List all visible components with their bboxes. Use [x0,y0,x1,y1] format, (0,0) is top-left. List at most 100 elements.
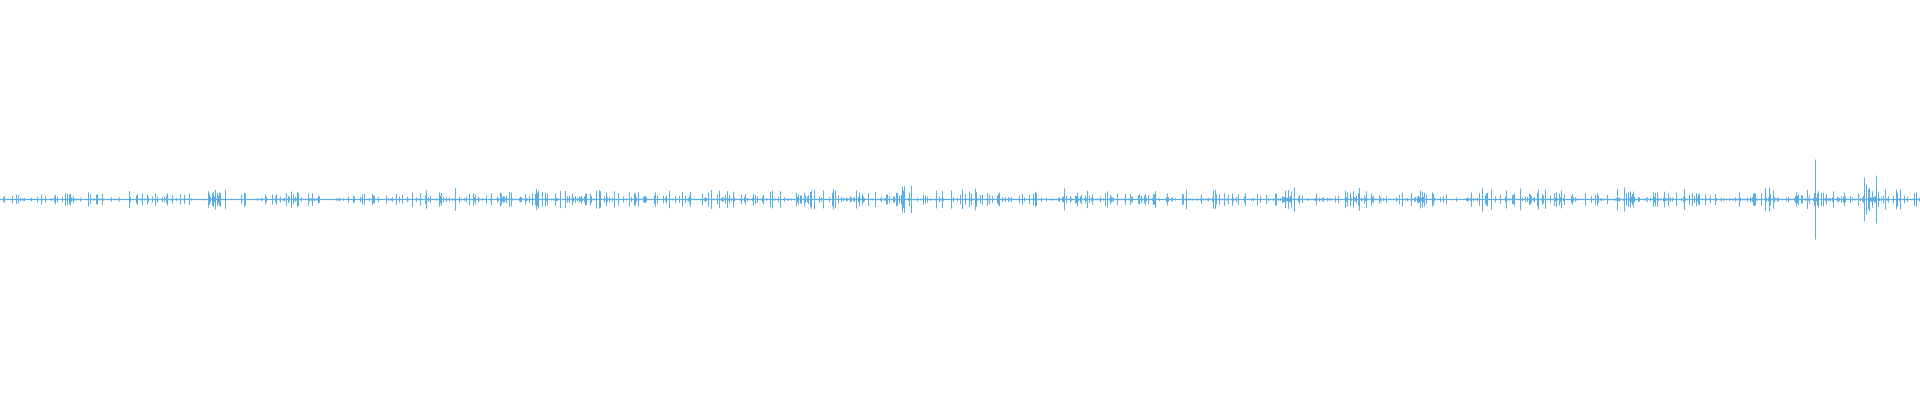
waveform-sample [1404,198,1405,201]
waveform-sample [1006,198,1007,201]
waveform-sample [160,198,161,201]
waveform-sample [404,198,405,201]
waveform-sample [1568,198,1569,201]
waveform-sample [31,197,32,202]
waveform-sample [1831,198,1832,201]
waveform-sample [1080,196,1081,203]
waveform-sample [1278,198,1279,201]
waveform-sample [655,192,656,207]
waveform-sample [1379,195,1380,204]
waveform-sample [521,197,522,202]
waveform-sample [1480,198,1481,201]
waveform-sample [88,192,89,207]
waveform-sample [514,198,515,201]
waveform-sample [903,190,904,209]
waveform-sample [520,196,521,203]
waveform-sample [694,198,695,201]
waveform-sample [293,194,294,205]
waveform-sample [1811,198,1812,201]
waveform-sample [1622,198,1623,201]
waveform-sample [1053,198,1054,201]
waveform-sample [748,198,749,201]
waveform-sample [1117,193,1118,206]
waveform-sample [542,192,543,207]
waveform-sample [1451,198,1452,201]
waveform-sample [621,198,622,201]
waveform-sample [1886,198,1887,201]
waveform-sample [984,198,985,201]
waveform-sample [522,198,523,201]
waveform-sample [552,198,553,201]
waveform-sample [956,198,957,201]
waveform-sample [1477,197,1478,202]
waveform-sample [45,196,46,203]
waveform-sample [34,198,35,201]
waveform-sample [1406,198,1407,201]
waveform-sample [981,198,982,201]
waveform-sample [1054,198,1055,201]
waveform-sample [762,196,763,203]
waveform-sample [1513,194,1514,205]
waveform-sample [1599,198,1600,201]
waveform-sample [105,198,106,201]
waveform-sample [573,197,574,202]
waveform-sample [616,198,617,201]
waveform-sample [701,198,702,201]
waveform-sample [1047,198,1048,201]
waveform-sample [1427,198,1428,201]
waveform-sample [240,198,241,201]
waveform-sample [1475,198,1476,201]
waveform-sample [842,198,843,201]
waveform-sample [1676,192,1677,207]
waveform-sample [929,198,930,201]
waveform-sample [1058,198,1059,201]
waveform-sample [1326,198,1327,201]
waveform-sample [1881,197,1882,202]
waveform-sample [1289,197,1290,202]
waveform-sample [447,198,448,201]
waveform-sample [530,198,531,201]
waveform-sample [1079,198,1080,201]
waveform-sample [1687,198,1688,201]
waveform-sample [1590,198,1591,201]
waveform-sample [280,196,281,203]
waveform-sample [906,198,907,201]
waveform-sample [1082,198,1083,201]
waveform-sample [1048,198,1049,201]
waveform-sample [1310,198,1311,201]
waveform-sample [1870,197,1871,202]
waveform-sample [321,198,322,201]
waveform-sample [808,194,809,205]
waveform-sample [1036,193,1037,206]
waveform-sample [824,198,825,201]
waveform-sample [676,198,677,201]
waveform-sample [437,198,438,201]
waveform-sample [416,197,417,202]
waveform-sample [190,198,191,201]
waveform-sample [1887,198,1888,201]
waveform-sample [215,189,216,210]
waveform-sample [110,198,111,201]
waveform-sample [1659,198,1660,201]
waveform-sample [1731,198,1732,201]
waveform-sample [1139,194,1140,205]
waveform-sample [139,198,140,201]
waveform-sample [107,198,108,201]
waveform-sample [362,194,363,205]
waveform-sample [1742,198,1743,201]
waveform-sample [1562,198,1563,201]
waveform-sample [1627,198,1628,201]
waveform-sample [410,198,411,201]
waveform-sample [821,197,822,202]
waveform-sample [527,198,528,201]
waveform-sample [1537,192,1538,207]
waveform-sample [485,198,486,201]
waveform-sample [1330,198,1331,201]
waveform-sample [1499,198,1500,201]
waveform-sample [1445,198,1446,201]
waveform-sample [1002,197,1003,202]
waveform-sample [56,198,57,201]
waveform-sample [1100,196,1101,203]
waveform-sample [383,198,384,201]
